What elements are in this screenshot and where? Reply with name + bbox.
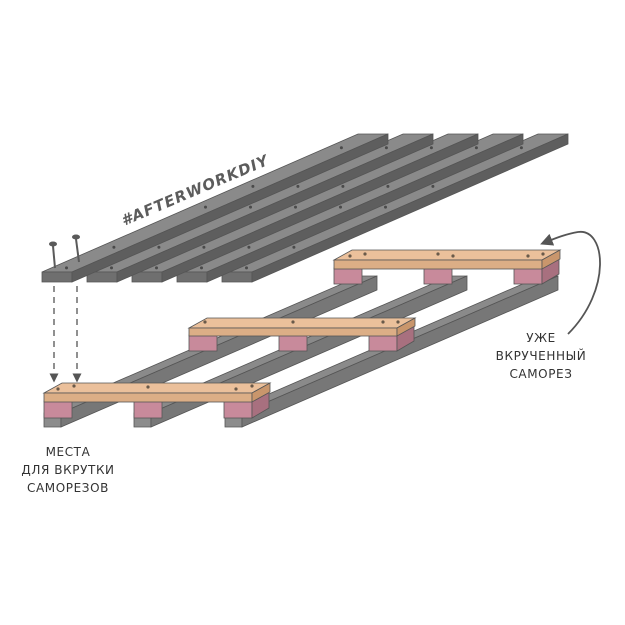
block (278, 334, 308, 352)
board-top (332, 249, 562, 261)
screwed-in-label: УЖЕ ВКРУЧЕННЫЙ САМОРЕЗ (496, 331, 587, 381)
slat-screw-hole (155, 266, 158, 270)
slat-screw-hole (386, 184, 390, 188)
board-front (43, 392, 253, 403)
runner-back-side (241, 275, 559, 428)
slat-screw-hole (519, 146, 523, 150)
board-top (187, 317, 417, 329)
block (513, 267, 543, 285)
slat-screw-hole (157, 245, 161, 249)
block (133, 400, 163, 419)
slat-side (251, 133, 569, 283)
slat-side (116, 133, 434, 283)
board-side (396, 317, 416, 337)
block (368, 334, 398, 352)
slat-screw-hole (112, 245, 116, 249)
slat-screw-hole (384, 146, 388, 150)
board-screw-holes (56, 252, 545, 391)
block (188, 334, 218, 352)
slat-screw-hole (429, 146, 433, 150)
slat-screw-hole (204, 205, 207, 209)
cross-board-rear (332, 249, 562, 285)
top-slats (41, 133, 569, 283)
board-side (251, 382, 271, 403)
board-side (541, 249, 561, 270)
slat-screw-hole (474, 146, 478, 150)
slat-screw-hole (200, 266, 203, 270)
bottom-runners (43, 275, 559, 428)
slat-side (161, 133, 479, 283)
svg-text:МЕСТА: МЕСТА (46, 445, 91, 459)
slat-front (41, 271, 73, 283)
slat-screw-hole (296, 184, 300, 188)
runner-front-side (60, 275, 378, 428)
svg-text:ВКРУЧЕННЫЙ: ВКРУЧЕННЫЙ (496, 348, 587, 363)
svg-text:САМОРЕЗ: САМОРЕЗ (509, 367, 572, 381)
slat-screw-hole (384, 205, 387, 209)
slat-screw-hole (341, 184, 345, 188)
board-front (188, 327, 398, 337)
slat-screw-hole (247, 245, 251, 249)
block (223, 400, 253, 419)
screw-icon (72, 234, 80, 263)
screw-places-label: МЕСТА ДЛЯ ВКРУТКИ САМОРЕЗОВ (21, 445, 114, 495)
cross-board-middle (187, 317, 417, 352)
screw-icon (49, 241, 57, 269)
svg-text:САМОРЕЗОВ: САМОРЕЗОВ (27, 481, 109, 495)
slat-side (206, 133, 524, 283)
svg-text:УЖЕ: УЖЕ (526, 331, 556, 345)
slat-screw-hole (294, 205, 297, 209)
slat-screw-hole (292, 245, 296, 249)
block (333, 267, 363, 285)
block (43, 400, 73, 419)
slat-screw-hole (339, 205, 342, 209)
slat-screw-hole (249, 205, 252, 209)
slat-screw-hole (339, 146, 343, 150)
slat-screw-hole (202, 245, 206, 249)
slat-screw-hole (110, 266, 113, 270)
block (423, 267, 453, 285)
slat-screw-hole (245, 266, 248, 270)
slat-screw-hole (251, 184, 255, 188)
slat-side (71, 133, 389, 283)
curved-arrow-icon (540, 231, 601, 335)
board-front (333, 259, 543, 270)
cross-board-front (42, 382, 272, 419)
slat-screw-hole (65, 266, 68, 270)
slat-screw-hole (431, 184, 435, 188)
svg-text:ДЛЯ ВКРУТКИ: ДЛЯ ВКРУТКИ (21, 463, 114, 477)
